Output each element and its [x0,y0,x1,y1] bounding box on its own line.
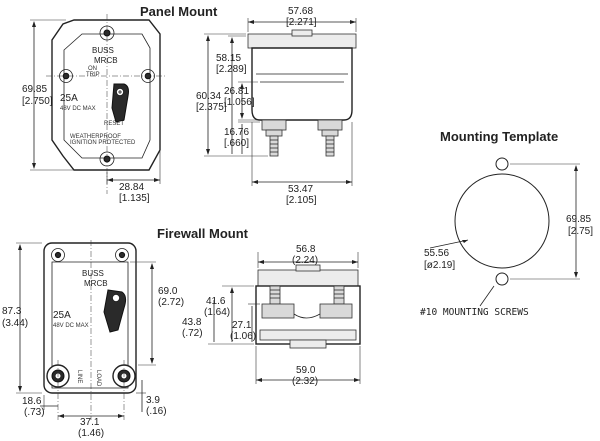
fw-edge-dimension: 3.9 (.16) [136,380,167,417]
fw-body-height-dimension: 69.0 (2.72) [130,261,184,366]
fw-base-dimension: 59.0 (2.32) [255,346,361,387]
svg-text:87.3: 87.3 [2,306,22,317]
panel-on-label: ON [88,66,97,72]
panel-ignition: IGNITION PROTECTED [70,140,136,146]
template-spacing-in: [2.75] [568,226,593,237]
fw-rating: 25A [53,310,71,321]
svg-text:(.72): (.72) [182,328,203,339]
fw-stud-spacing-dimension: 37.1 (1.46) [58,414,124,439]
svg-text:28.84: 28.84 [119,182,144,193]
panel-weatherproof: WEATHERPROOF [70,134,121,140]
template-screw-hole-bottom [495,272,509,286]
template-dia-mm: 55.56 [424,248,449,259]
panel-front-view: BUSS MRCB ON TRIP 25A 48V DC MAX RESET W… [46,14,166,194]
panel-side-view [247,29,357,157]
svg-text:(2.32): (2.32) [292,376,318,387]
svg-text:[2.105]: [2.105] [286,195,317,206]
svg-text:58.15: 58.15 [216,53,241,64]
mounting-template-title: Mounting Template [440,129,558,144]
fw-side-total-dimension: 43.8 (.72) [182,300,215,342]
panel-voltage: 48V DC MAX [60,106,96,112]
svg-text:[2.271]: [2.271] [286,17,317,28]
panel-stud-right [325,135,335,157]
svg-text:59.0: 59.0 [296,365,316,376]
svg-text:43.8: 43.8 [182,317,202,328]
template-screw-hole-top [495,157,509,171]
template-cutout-circle [454,173,550,269]
svg-text:(2.24): (2.24) [292,255,318,266]
svg-text:[1.135]: [1.135] [119,193,150,204]
fw-side-mid-dimension: 27.1 (1.06) [230,303,260,342]
fw-brand: BUSS [82,269,104,278]
fw-side-stud-right [333,285,345,305]
mounting-template: 69.85 [2.75] 55.56 [ø2.19] #10 MOUNTING … [420,157,593,318]
svg-text:37.1: 37.1 [80,417,100,428]
fw-height-dimension: 87.3 (3.44) [2,242,42,394]
panel-mid-dimension: 26.81 [1.056] [224,81,258,121]
panel-rating: 25A [60,93,78,104]
panel-stud-left [269,135,279,157]
template-dia-in: [ø2.19] [424,260,455,271]
panel-reset-label: RESET [104,121,124,127]
fw-line-label: LINE [76,370,82,383]
panel-trip-label: TRIP [86,72,100,78]
template-spacing-mm: 69.85 [566,214,591,225]
firewall-side-view [255,264,361,349]
svg-text:18.6: 18.6 [22,396,42,407]
svg-text:(3.44): (3.44) [2,318,28,329]
panel-body-height-dimension: 58.15 [2.289] [216,35,247,154]
svg-text:[2.375]: [2.375] [196,102,227,113]
svg-text:(1.64): (1.64) [204,307,230,318]
svg-text:69.0: 69.0 [158,286,178,297]
panel-brand: BUSS [92,46,114,55]
svg-text:69.85: 69.85 [22,84,47,95]
svg-text:(.73): (.73) [24,407,45,418]
template-screws-note: #10 MOUNTING SCREWS [420,307,529,318]
svg-text:16.76: 16.76 [224,127,249,138]
svg-text:(2.72): (2.72) [158,297,184,308]
panel-hole-offset-dimension: 28.84 [1.135] [106,150,161,204]
svg-text:56.8: 56.8 [296,244,316,255]
panel-reset-lever [111,83,129,123]
fw-side-stud-left [269,285,281,305]
fw-voltage: 48V DC MAX [53,323,89,329]
panel-width-dimension: 57.68 [2.271] [247,6,357,32]
firewall-mount-title: Firewall Mount [157,226,249,241]
fw-left-offset-dimension: 18.6 (.73) [22,395,58,418]
svg-text:[2.750]: [2.750] [22,96,53,107]
panel-height-dimension: 69.85 [2.750] [22,19,74,171]
fw-reset-lever [103,289,127,333]
svg-text:(1.06): (1.06) [230,331,256,342]
screw-right [141,69,155,83]
firewall-front-view: BUSS MRCB 25A 48V DC MAX LINE LOAD [43,240,137,420]
panel-stud-dimension: 16.76 [.660] [224,121,260,154]
fw-load-label: LOAD [95,370,101,387]
panel-model: MRCB [94,56,118,65]
svg-text:[.660]: [.660] [224,138,249,149]
fw-screw-top-right [115,248,129,262]
svg-text:(1.46): (1.46) [78,428,104,439]
svg-text:3.9: 3.9 [146,395,160,406]
panel-total-height-dimension: 60.34 [2.375] [196,33,268,157]
fw-side-height-dimension: 41.6 (1.64) [204,285,254,345]
svg-text:[1.056]: [1.056] [224,97,255,108]
svg-text:57.68: 57.68 [288,6,313,17]
svg-text:41.6: 41.6 [206,296,226,307]
fw-side-width-dimension: 56.8 (2.24) [257,244,359,268]
svg-text:26.81: 26.81 [224,86,249,97]
panel-mount-title: Panel Mount [140,4,218,19]
svg-text:27.1: 27.1 [232,320,252,331]
svg-text:(.16): (.16) [146,406,167,417]
fw-model: MRCB [84,279,108,288]
svg-text:[2.289]: [2.289] [216,64,247,75]
svg-text:53.47: 53.47 [288,184,313,195]
panel-base-dimension: 53.47 [2.105] [251,122,353,206]
fw-screw-top-left [51,248,65,262]
svg-text:60.34: 60.34 [196,91,221,102]
